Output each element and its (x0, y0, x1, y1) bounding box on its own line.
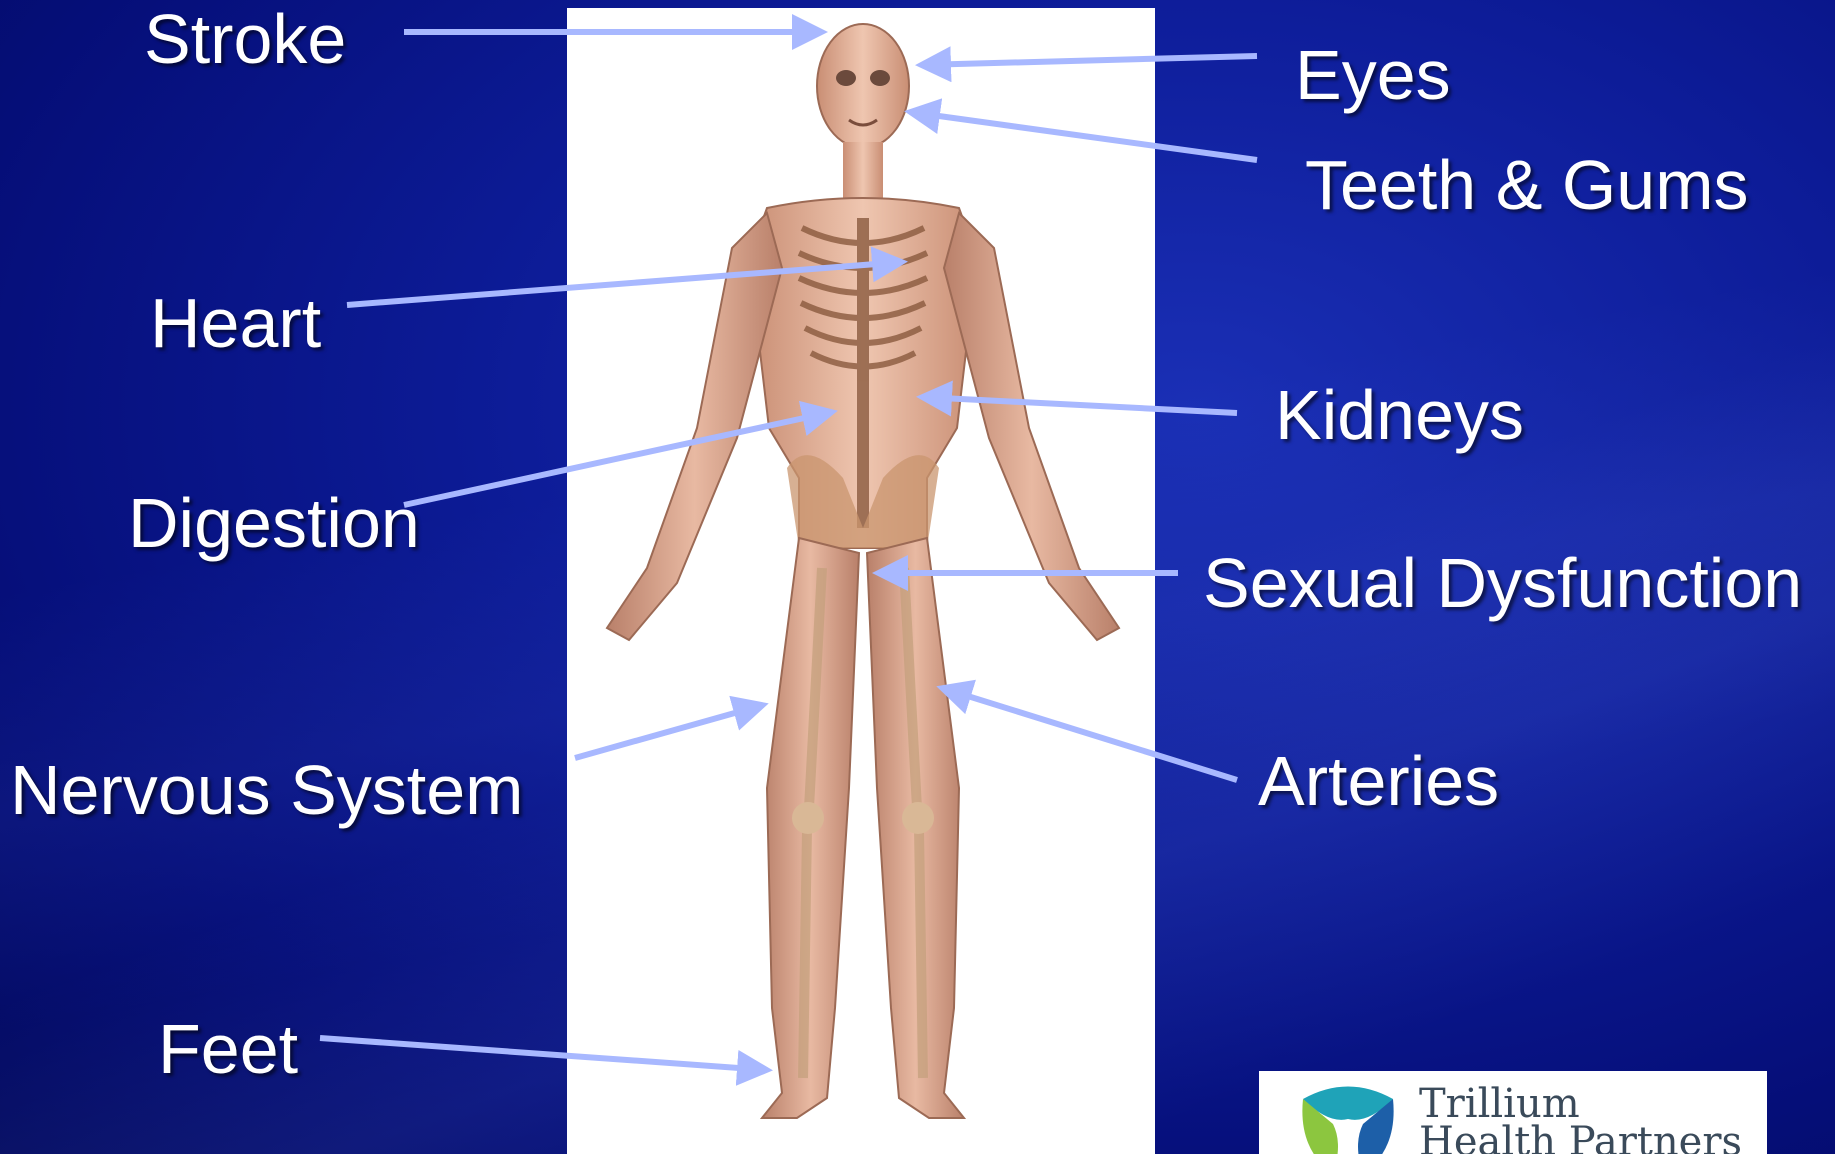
arrow-feet (320, 1038, 767, 1070)
label-sexual-dysfunction: Sexual Dysfunction (1203, 548, 1802, 618)
arrow-eyes (921, 56, 1257, 65)
trillium-logo-text: Trillium Health Partners (1419, 1085, 1742, 1154)
label-digestion: Digestion (128, 488, 420, 558)
label-feet: Feet (158, 1014, 298, 1084)
arrow-heart (347, 262, 902, 305)
arrow-nervous-system (575, 705, 763, 758)
label-stroke: Stroke (144, 4, 346, 74)
label-nervous-system: Nervous System (10, 755, 523, 825)
logo-line-1: Trillium (1419, 1085, 1742, 1123)
label-eyes: Eyes (1295, 40, 1451, 110)
logo-line-2: Health Partners (1419, 1123, 1742, 1154)
trillium-logo: Trillium Health Partners (1259, 1071, 1767, 1154)
arrow-teeth-gums (910, 112, 1257, 160)
label-arteries: Arteries (1258, 746, 1499, 816)
trillium-logo-icon (1293, 1079, 1403, 1154)
arrow-arteries (942, 688, 1237, 780)
arrow-digestion (404, 412, 832, 505)
arrow-kidneys (922, 397, 1237, 413)
label-heart: Heart (150, 288, 321, 358)
label-teeth-gums: Teeth & Gums (1305, 150, 1749, 220)
label-kidneys: Kidneys (1275, 380, 1524, 450)
